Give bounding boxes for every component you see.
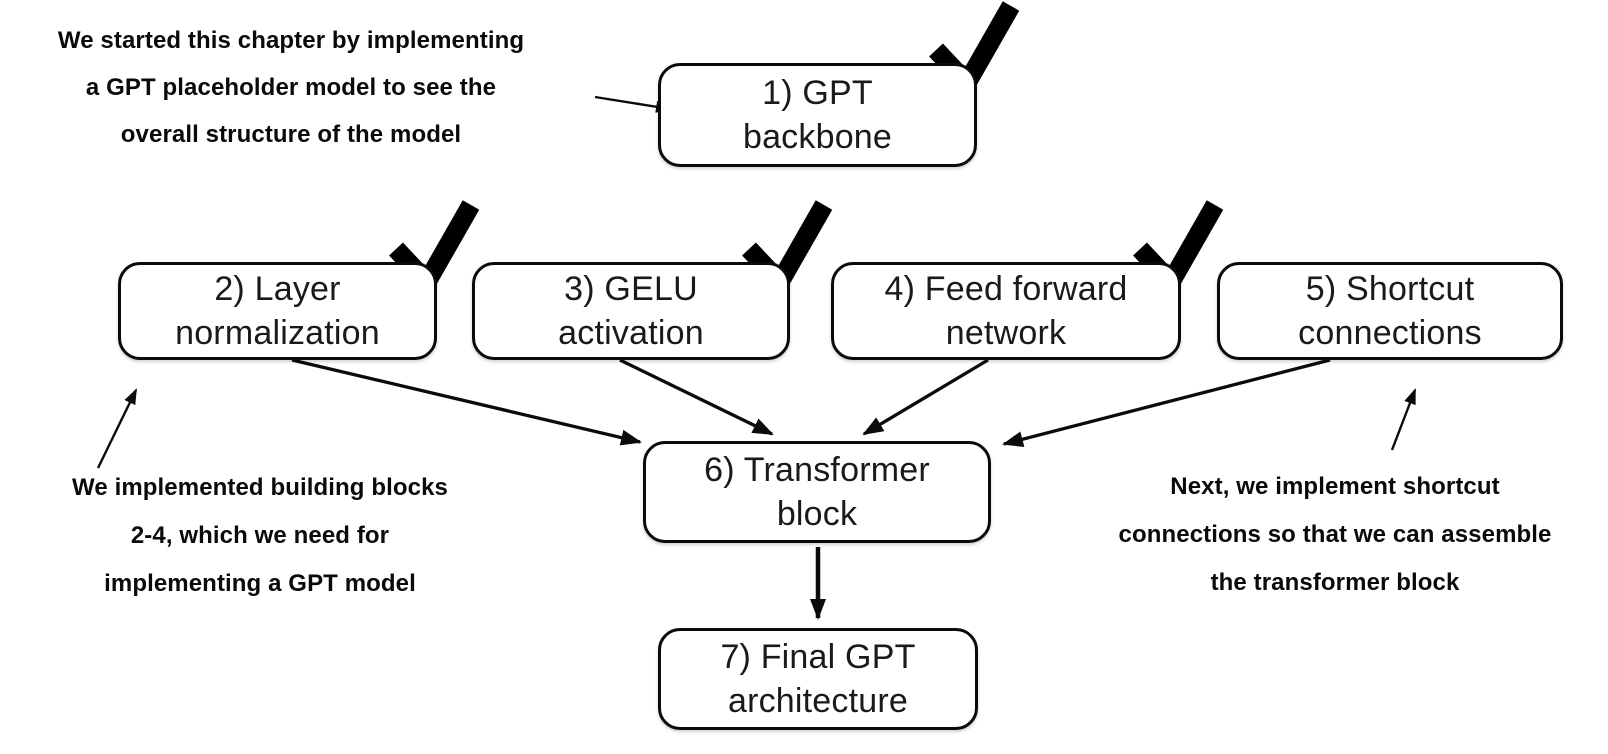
node-feed-forward-network: 4) Feed forward network: [831, 262, 1181, 360]
node-final-gpt-architecture: 7) Final GPT architecture: [658, 628, 978, 730]
node-label: 7) Final GPT architecture: [720, 638, 916, 720]
node-label: 4) Feed forward network: [884, 270, 1128, 352]
node-gpt-backbone: 1) GPT backbone: [658, 63, 977, 167]
node-label: 5) Shortcut connections: [1298, 270, 1482, 352]
node-layer-normalization: 2) Layer normalization: [118, 262, 437, 360]
arrow-gelu-activation-to-transformer-block: [619, 358, 774, 436]
arrow-shortcut-connections-to-transformer-block: [1002, 358, 1331, 448]
annotation-shortcut-note: Next, we implement shortcut connections …: [1118, 473, 1552, 596]
node-gelu-activation: 3) GELU activation: [472, 262, 790, 360]
node-label: 3) GELU activation: [558, 270, 704, 352]
node-label: 6) Transformer block: [704, 451, 930, 533]
node-label: 2) Layer normalization: [175, 270, 380, 352]
arrow-building-blocks-note-to-layer-normalization: [96, 388, 138, 469]
annotation-building-blocks-note: We implemented building blocks 2-4, whic…: [72, 474, 448, 597]
node-label: 1) GPT backbone: [742, 74, 893, 156]
node-shortcut-connections: 5) Shortcut connections: [1217, 262, 1563, 360]
arrow-shortcut-note-to-shortcut-connections: [1390, 388, 1417, 451]
arrow-feed-forward-network-to-transformer-block: [862, 358, 989, 436]
arrow-layer-normalization-to-transformer-block: [291, 358, 642, 446]
annotation-intro-note: We started this chapter by implementing …: [57, 27, 525, 148]
node-transformer-block: 6) Transformer block: [643, 441, 991, 543]
